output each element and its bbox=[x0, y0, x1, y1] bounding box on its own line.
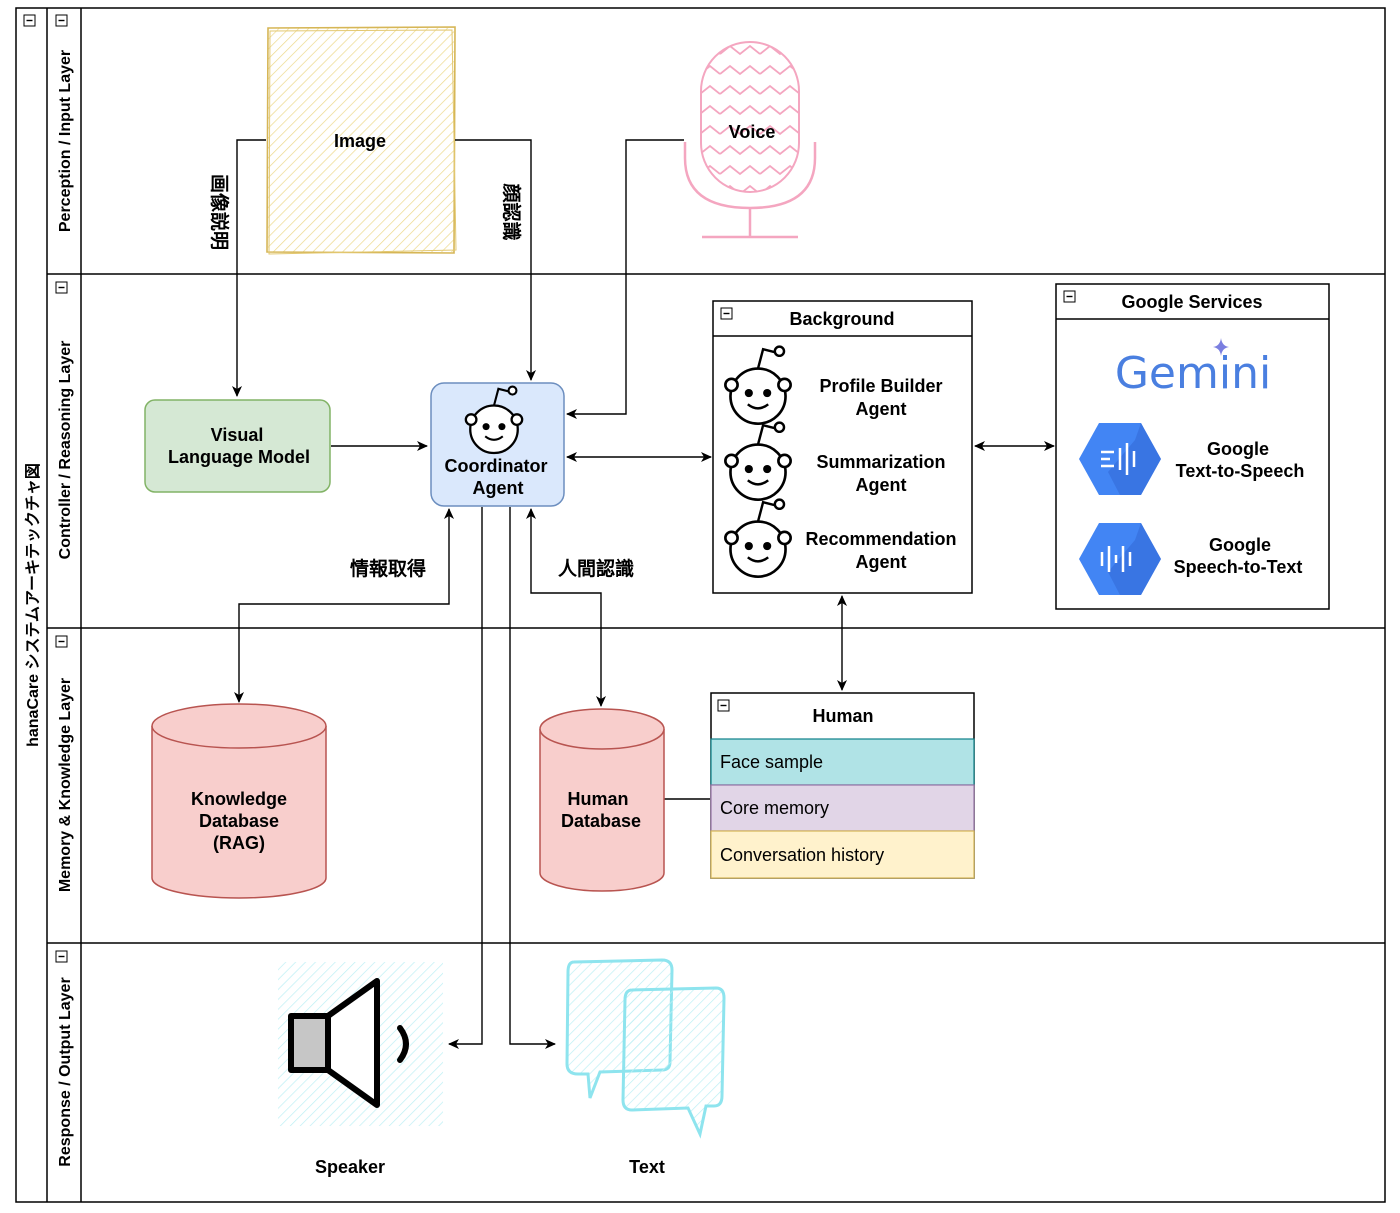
lane-label-memory: Memory & Knowledge Layer bbox=[57, 678, 74, 892]
row-label-conversation-history: Conversation history bbox=[720, 845, 884, 865]
text-node[interactable]: Text bbox=[565, 958, 726, 1177]
lane-label-perception: Perception / Input Layer bbox=[57, 50, 74, 232]
collapse-icon[interactable] bbox=[1063, 290, 1076, 303]
tts-label-line1: Google bbox=[1207, 439, 1269, 459]
lane-label-response: Response / Output Layer bbox=[57, 977, 74, 1166]
gemini-wordmark: Gemini bbox=[1115, 348, 1271, 399]
kb-label-line2: Database bbox=[199, 811, 279, 831]
vlm-label-line2: Language Model bbox=[168, 447, 310, 467]
kb-label-line3: (RAG) bbox=[213, 833, 265, 853]
vlm-label-line1: Visual bbox=[211, 425, 264, 445]
pool-title: hanaCare システムアーキテックチャ図 bbox=[24, 463, 42, 747]
collapse-icon[interactable] bbox=[55, 950, 68, 963]
voice-node[interactable]: Voice bbox=[683, 41, 817, 239]
edge-image-to-coordinator bbox=[455, 139, 536, 381]
edge-voice-to-coordinator bbox=[566, 139, 684, 419]
stt-icon bbox=[1079, 523, 1161, 595]
edges bbox=[232, 139, 1055, 1049]
background-title: Background bbox=[789, 309, 894, 329]
speaker-label: Speaker bbox=[315, 1157, 385, 1177]
table-row[interactable]: Core memory bbox=[710, 784, 975, 832]
table-row[interactable]: Conversation history bbox=[710, 830, 975, 879]
vlm-node[interactable]: Visual Language Model bbox=[144, 399, 331, 493]
text-label: Text bbox=[629, 1157, 665, 1177]
edge-coordinator-humandb bbox=[526, 508, 606, 707]
microphone-icon bbox=[683, 41, 817, 239]
agent-label-line2: Agent bbox=[856, 399, 907, 419]
hdb-label-line1: Human bbox=[567, 789, 628, 809]
gemini-logo[interactable]: Gemini bbox=[1115, 338, 1271, 399]
table-row[interactable]: Face sample bbox=[710, 738, 975, 786]
agent-label-line2: Agent bbox=[856, 552, 907, 572]
tts-label-line2: Text-to-Speech bbox=[1176, 461, 1305, 481]
profile-builder-agent[interactable]: Profile Builder Agent bbox=[724, 345, 943, 425]
stt-label-line1: Google bbox=[1209, 535, 1271, 555]
collapse-icon[interactable] bbox=[717, 699, 730, 712]
coordinator-node[interactable]: Coordinator Agent bbox=[430, 382, 565, 507]
google-tts[interactable]: Google Text-to-Speech bbox=[1079, 423, 1304, 495]
kb-label-line1: Knowledge bbox=[191, 789, 287, 809]
tts-icon bbox=[1079, 423, 1161, 495]
edge-coordinator-text bbox=[509, 507, 556, 1049]
agent-label-line1: Summarization bbox=[816, 452, 945, 472]
voice-label: Voice bbox=[729, 122, 776, 142]
background-container: Background Profile Builder Agent Summari… bbox=[712, 300, 973, 594]
recommendation-agent[interactable]: Recommendation Agent bbox=[724, 498, 957, 578]
edge-image-to-vlm bbox=[232, 139, 266, 397]
collapse-icon[interactable] bbox=[720, 307, 733, 320]
gemini-sparkle-icon bbox=[1213, 338, 1229, 356]
edge-label-info: 情報取得 bbox=[350, 557, 426, 580]
agent-label-line1: Recommendation bbox=[805, 529, 956, 549]
edge-coordinator-speaker bbox=[448, 507, 483, 1049]
stt-label-line2: Speech-to-Text bbox=[1174, 557, 1303, 577]
row-label-core-memory: Core memory bbox=[720, 798, 829, 818]
edge-coordinator-knowledge bbox=[234, 508, 454, 703]
edge-label-image-caption: 画像説明 bbox=[208, 174, 231, 250]
collapse-icon[interactable] bbox=[55, 14, 68, 27]
human-table: Human Face sample Core memory Conversati… bbox=[710, 692, 975, 879]
coordinator-label-line2: Agent bbox=[473, 478, 524, 498]
agent-label-line2: Agent bbox=[856, 475, 907, 495]
google-stt[interactable]: Google Speech-to-Text bbox=[1079, 523, 1302, 595]
edge-label-face-recognition: 顔認識 bbox=[500, 182, 523, 240]
chat-bubbles-icon bbox=[565, 958, 726, 1139]
collapse-icon[interactable] bbox=[55, 635, 68, 648]
image-node[interactable]: Image bbox=[266, 26, 457, 255]
google-services-title: Google Services bbox=[1121, 292, 1262, 312]
coordinator-label-line1: Coordinator bbox=[445, 456, 548, 476]
hdb-label-line2: Database bbox=[561, 811, 641, 831]
speaker-icon bbox=[288, 978, 409, 1108]
agent-label-line1: Profile Builder bbox=[819, 376, 942, 396]
edge-label-human-recognition: 人間認識 bbox=[558, 557, 634, 580]
human-database[interactable]: Human Database bbox=[539, 708, 665, 892]
image-label: Image bbox=[334, 131, 386, 151]
knowledge-database[interactable]: Knowledge Database (RAG) bbox=[151, 703, 327, 899]
collapse-icon[interactable] bbox=[55, 281, 68, 294]
google-services-container: Google Services Gemini Google Text-to-Sp… bbox=[1055, 283, 1330, 610]
lane-label-controller: Controller / Reasoning Layer bbox=[57, 341, 74, 560]
summarization-agent[interactable]: Summarization Agent bbox=[724, 421, 946, 501]
speaker-node[interactable]: Speaker bbox=[278, 962, 443, 1177]
human-title: Human bbox=[812, 706, 873, 726]
collapse-icon[interactable] bbox=[23, 14, 36, 27]
row-label-face-sample: Face sample bbox=[720, 752, 823, 772]
